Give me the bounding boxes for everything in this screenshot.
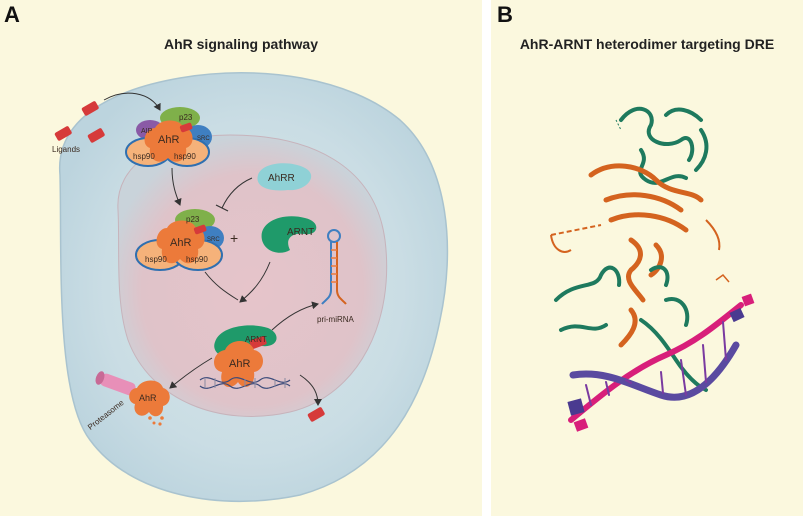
ahrr-inhibition-line xyxy=(221,177,253,209)
ligand-exit-arrow xyxy=(299,374,322,406)
arnt-complex-label: ARNT xyxy=(245,335,267,344)
degraded-ahr-shape xyxy=(129,380,170,417)
panel-a: A AhR signaling pathway xyxy=(0,0,482,516)
dna-double-helix xyxy=(568,302,744,423)
ahrr-shape xyxy=(257,163,312,191)
nucleus xyxy=(117,134,388,417)
src-top-label: SRC xyxy=(197,136,210,142)
released-ligand xyxy=(307,407,325,422)
ahr-hsp90-complex-nucleus xyxy=(135,209,224,271)
hsp90-right-mid-label: hsp90 xyxy=(186,255,208,264)
ahr-pathway-diagram: Ligands AIP p23 SRC AhR hsp90 hsp90 p2 xyxy=(52,72,449,503)
aip-label: AIP xyxy=(141,128,153,135)
ligands-label: Ligands xyxy=(52,145,80,154)
panel-b-letter: B xyxy=(497,2,513,27)
ahr-degraded-label: AhR xyxy=(139,393,157,403)
protein-fragments xyxy=(148,412,164,426)
panel-a-letter: A xyxy=(4,2,20,27)
dna-base-block xyxy=(573,418,589,432)
arnt-chain-top xyxy=(619,106,709,185)
p23-mid-label: p23 xyxy=(186,215,200,224)
arrow-to-nucleus xyxy=(171,167,182,206)
ahr-top-label: AhR xyxy=(158,134,179,146)
ahrr-label: AhRR xyxy=(268,173,295,184)
panel-b: B AhR-ARNT heterodimer targeting DRE xyxy=(491,0,803,516)
proteasome-icon xyxy=(95,371,136,396)
arrow-to-proteasome xyxy=(169,357,213,389)
hsp90-right-top-label: hsp90 xyxy=(174,152,196,161)
dna-base-block xyxy=(741,293,755,307)
arrow-to-mirna xyxy=(271,301,319,331)
ahr-complex-label: AhR xyxy=(229,358,250,370)
arnt-label: ARNT xyxy=(287,227,314,238)
arnt-chain-bottom xyxy=(554,265,708,392)
ligand-icons xyxy=(54,101,105,143)
hsp90-left-top-label: hsp90 xyxy=(133,152,155,161)
ligand-arrow xyxy=(103,92,161,111)
dna-base-block xyxy=(729,307,745,323)
arnt-shape xyxy=(261,216,317,253)
p23-top-label: p23 xyxy=(179,113,193,122)
plus-sign: + xyxy=(230,230,238,246)
src-mid-label: SRC xyxy=(207,237,220,243)
pri-mirna-label: pri-miRNA xyxy=(317,315,355,324)
ahr-mid-label: AhR xyxy=(170,237,191,249)
dna-base-block xyxy=(567,398,585,416)
ahr-chain xyxy=(588,163,704,348)
ahr-hsp90-complex-cytoplasm xyxy=(125,107,212,167)
pri-mirna-hairpin xyxy=(321,229,347,305)
ahr-arnt-dna-structure xyxy=(550,106,755,432)
hsp90-left-mid-label: hsp90 xyxy=(145,255,167,264)
ahr-arnt-dna-complex xyxy=(199,325,291,389)
panel-b-title: AhR-ARNT heterodimer targeting DRE xyxy=(519,36,775,52)
panel-a-title: AhR signaling pathway xyxy=(163,36,318,52)
